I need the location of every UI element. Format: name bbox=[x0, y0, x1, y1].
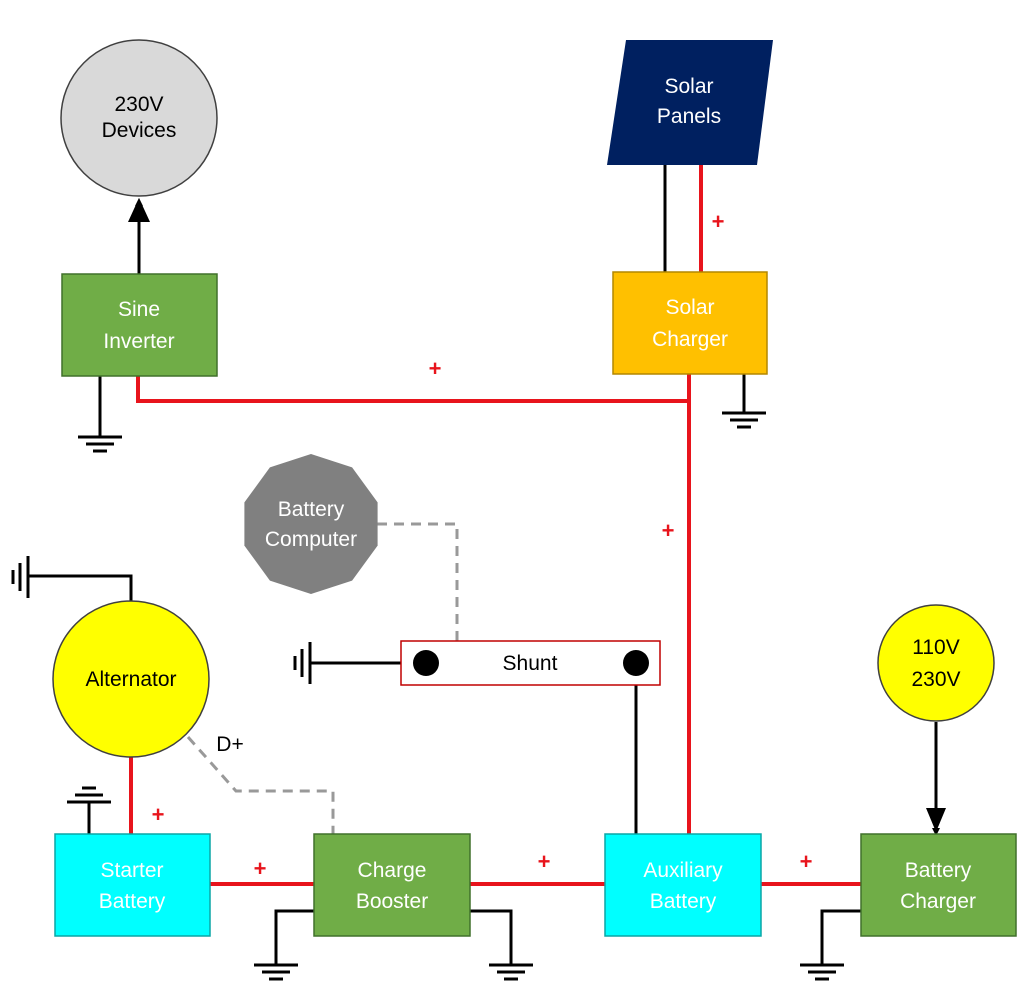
node-230v-devices: 230V Devices bbox=[60, 39, 218, 197]
node-battery-charger: Battery Charger bbox=[860, 833, 1017, 937]
node-mains-source: 110V 230V bbox=[877, 604, 995, 722]
battery-computer-label-line1: Battery bbox=[278, 498, 345, 521]
devices-label-line1: 230V bbox=[114, 93, 163, 116]
d-plus-label: D+ bbox=[216, 733, 243, 756]
signal-alternator-d-plus bbox=[186, 736, 335, 834]
arrowhead-down-icon bbox=[926, 808, 946, 832]
battery-computer-label-line2: Computer bbox=[265, 528, 357, 551]
ground-icon bbox=[800, 909, 861, 981]
node-sine-inverter: Sine Inverter bbox=[61, 273, 218, 377]
starter-battery-label-line2: Battery bbox=[99, 890, 166, 913]
ground-icon bbox=[78, 376, 122, 453]
battery-charger-label-line1: Battery bbox=[905, 859, 972, 882]
charge-booster-label-line1: Charge bbox=[358, 859, 427, 882]
node-battery-computer: Battery Computer bbox=[244, 454, 378, 594]
shunt-terminal-negative bbox=[413, 650, 439, 676]
battery-charger-label-line2: Charger bbox=[900, 890, 976, 913]
node-charge-booster: Charge Booster bbox=[313, 833, 471, 937]
plus-label: + bbox=[712, 209, 725, 234]
charge-booster-label-line2: Booster bbox=[356, 890, 428, 913]
arrowhead-up-icon bbox=[128, 198, 150, 222]
wire-inverter-to-bus bbox=[136, 376, 689, 403]
wires bbox=[28, 165, 946, 886]
ground-symbols bbox=[11, 374, 861, 981]
auxiliary-battery-label-line2: Battery bbox=[650, 890, 717, 913]
mains-label-line2: 230V bbox=[911, 668, 960, 691]
node-starter-battery: Starter Battery bbox=[54, 833, 211, 937]
solar-panels-label-line1: Solar bbox=[664, 75, 713, 98]
ground-icon bbox=[254, 909, 314, 981]
plus-label: + bbox=[429, 356, 442, 381]
auxiliary-battery-label-line1: Auxiliary bbox=[643, 859, 723, 882]
wire-labels: + + + + + + + D+ bbox=[152, 209, 813, 881]
solar-charger-label-line1: Solar bbox=[665, 296, 714, 319]
ground-icon bbox=[67, 786, 111, 834]
sine-inverter-label-line1: Sine bbox=[118, 298, 160, 321]
signal-computer-to-shunt bbox=[377, 522, 459, 641]
sine-inverter-label-line2: Inverter bbox=[103, 330, 174, 353]
node-shunt: Shunt bbox=[400, 640, 661, 686]
node-auxiliary-battery: Auxiliary Battery bbox=[604, 833, 762, 937]
plus-label: + bbox=[800, 849, 813, 874]
node-solar-charger: Solar Charger bbox=[612, 271, 768, 375]
plus-label: + bbox=[254, 856, 267, 881]
ground-icon bbox=[293, 642, 312, 684]
starter-battery-label-line1: Starter bbox=[100, 859, 163, 882]
plus-label: + bbox=[538, 849, 551, 874]
solar-panels-label-line2: Panels bbox=[657, 105, 721, 128]
shunt-terminal-positive bbox=[623, 650, 649, 676]
wire-alternator-to-ground bbox=[28, 574, 133, 602]
mains-label-line1: 110V bbox=[912, 636, 960, 659]
plus-label: + bbox=[662, 518, 675, 543]
plus-label: + bbox=[152, 802, 165, 827]
node-alternator: Alternator bbox=[52, 600, 210, 758]
solar-charger-label-line2: Charger bbox=[652, 328, 728, 351]
alternator-label: Alternator bbox=[85, 668, 176, 691]
ground-icon bbox=[11, 556, 30, 598]
ground-icon bbox=[470, 909, 533, 981]
node-solar-panels: Solar Panels bbox=[607, 40, 773, 165]
ground-icon bbox=[722, 374, 766, 429]
shunt-label: Shunt bbox=[503, 652, 558, 675]
devices-label-line2: Devices bbox=[102, 119, 177, 142]
